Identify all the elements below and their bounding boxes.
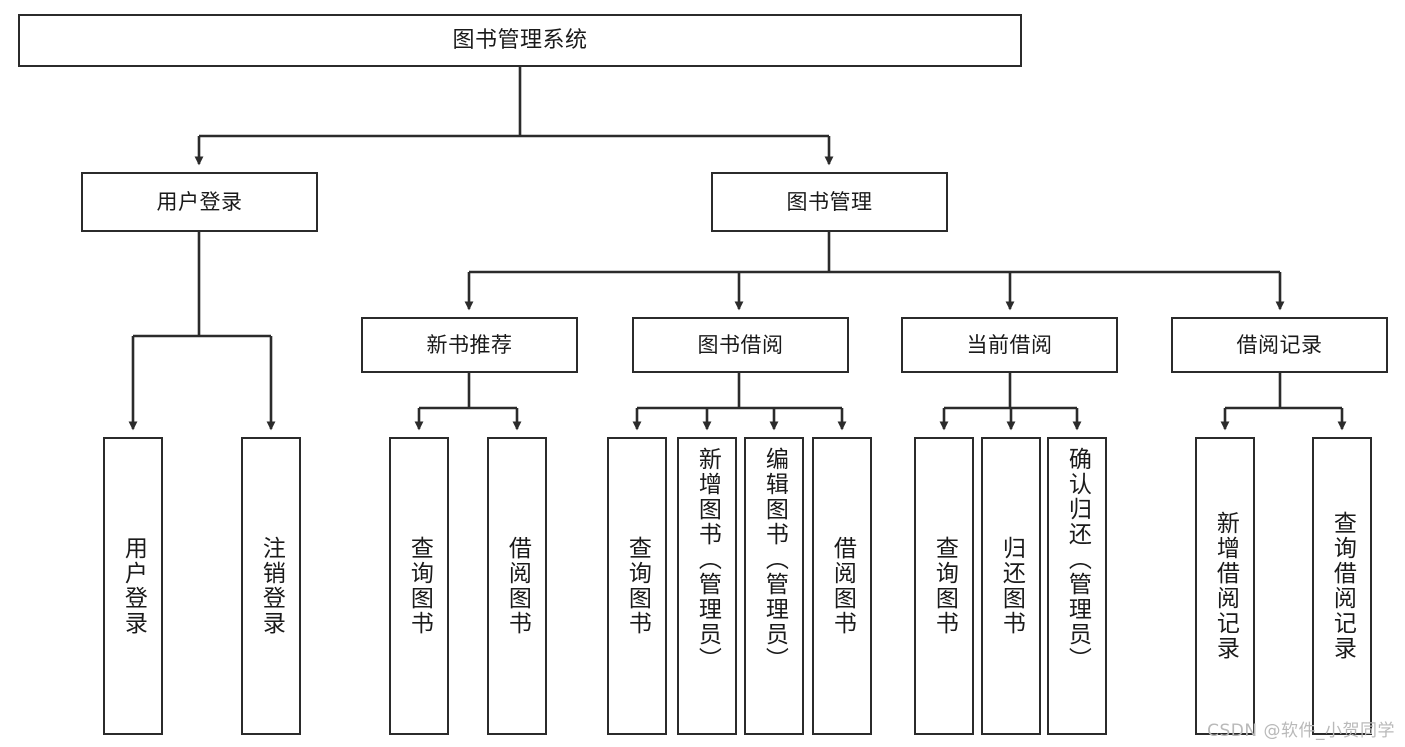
node-label: 确认归还（管理员） xyxy=(1064,447,1091,672)
node-leaf-user-login[interactable]: 用户登录 xyxy=(103,437,163,735)
node-label: 用户登录 xyxy=(156,189,243,214)
node-label: 新增图书（管理员） xyxy=(694,447,721,672)
node-label: 图书借阅 xyxy=(697,332,784,357)
node-root-system[interactable]: 图书管理系统 xyxy=(18,14,1022,67)
node-label: 借阅图书 xyxy=(829,536,856,636)
node-borrow-record[interactable]: 借阅记录 xyxy=(1171,317,1388,373)
node-leaf-record-add-record[interactable]: 新增借阅记录 xyxy=(1195,437,1255,735)
node-leaf-recommend-query-book[interactable]: 查询图书 xyxy=(389,437,449,735)
node-label: 用户登录 xyxy=(120,536,147,636)
node-leaf-current-confirm-return[interactable]: 确认归还（管理员） xyxy=(1047,437,1107,735)
edge-borrowrecord-to-leaves xyxy=(1220,373,1347,431)
node-label: 借阅记录 xyxy=(1236,332,1323,357)
node-leaf-borrow-edit-book[interactable]: 编辑图书（管理员） xyxy=(744,437,804,735)
node-leaf-current-query-book[interactable]: 查询图书 xyxy=(914,437,974,735)
node-leaf-user-logout[interactable]: 注销登录 xyxy=(241,437,301,735)
node-label: 借阅图书 xyxy=(504,536,531,636)
node-leaf-borrow-add-book[interactable]: 新增图书（管理员） xyxy=(677,437,737,735)
node-book-borrow[interactable]: 图书借阅 xyxy=(632,317,849,373)
node-user-login[interactable]: 用户登录 xyxy=(81,172,318,232)
node-label: 图书管理 xyxy=(786,189,873,214)
watermark-text: CSDN @软件_小贺同学 xyxy=(1207,721,1395,741)
edge-currentborrow-to-leaves xyxy=(939,373,1082,431)
node-label: 编辑图书（管理员） xyxy=(761,447,788,672)
edge-bookmanage-to-level2 xyxy=(464,232,1285,311)
node-label: 当前借阅 xyxy=(966,332,1053,357)
edge-bookborrow-to-leaves xyxy=(632,373,847,431)
node-leaf-recommend-borrow-book[interactable]: 借阅图书 xyxy=(487,437,547,735)
node-label: 图书管理系统 xyxy=(452,27,588,53)
node-label: 查询图书 xyxy=(931,536,958,636)
node-label: 新书推荐 xyxy=(426,332,513,357)
node-leaf-record-query-record[interactable]: 查询借阅记录 xyxy=(1312,437,1372,735)
edge-userlogin-to-leaves xyxy=(128,232,276,431)
node-label: 查询图书 xyxy=(406,536,433,636)
node-label: 注销登录 xyxy=(258,536,285,636)
node-new-book-recommend[interactable]: 新书推荐 xyxy=(361,317,578,373)
node-label: 查询图书 xyxy=(624,536,651,636)
node-label: 归还图书 xyxy=(998,536,1025,636)
node-label: 新增借阅记录 xyxy=(1212,511,1239,661)
node-label: 查询借阅记录 xyxy=(1329,511,1356,661)
node-leaf-current-return-book[interactable]: 归还图书 xyxy=(981,437,1041,735)
node-leaf-borrow-borrow-book[interactable]: 借阅图书 xyxy=(812,437,872,735)
node-book-manage[interactable]: 图书管理 xyxy=(711,172,948,232)
edge-root-to-level1 xyxy=(194,67,834,166)
edge-newbook-to-leaves xyxy=(414,373,522,431)
node-leaf-borrow-query-book[interactable]: 查询图书 xyxy=(607,437,667,735)
node-current-borrow[interactable]: 当前借阅 xyxy=(901,317,1118,373)
